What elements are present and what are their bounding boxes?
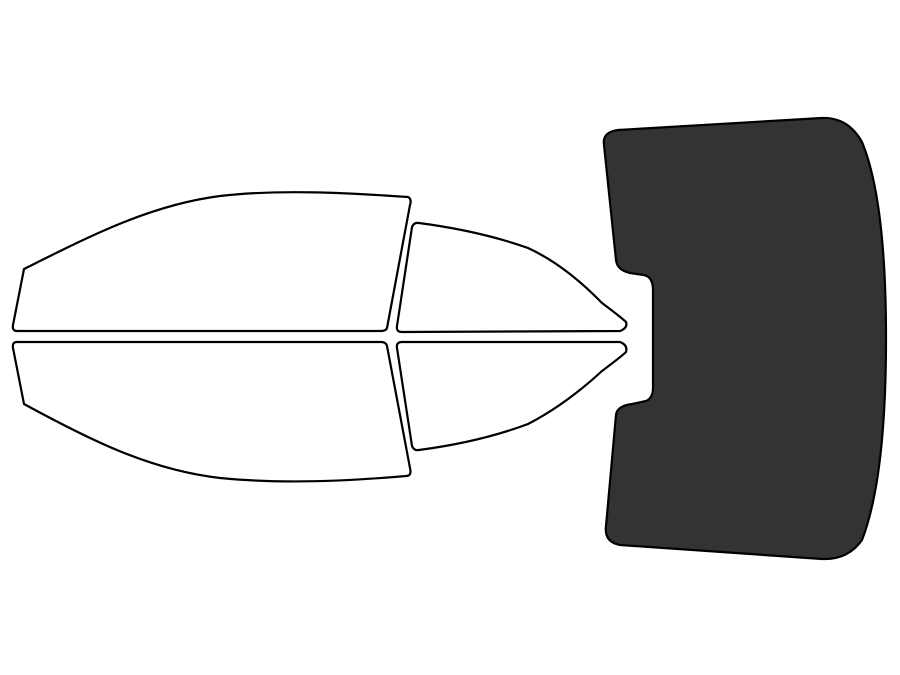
- front-right-window[interactable]: [11, 340, 412, 483]
- rear-windshield[interactable]: [602, 116, 888, 561]
- rear-right-window[interactable]: [395, 340, 628, 452]
- front-left-window[interactable]: [11, 191, 412, 333]
- rear-left-window[interactable]: [395, 221, 628, 334]
